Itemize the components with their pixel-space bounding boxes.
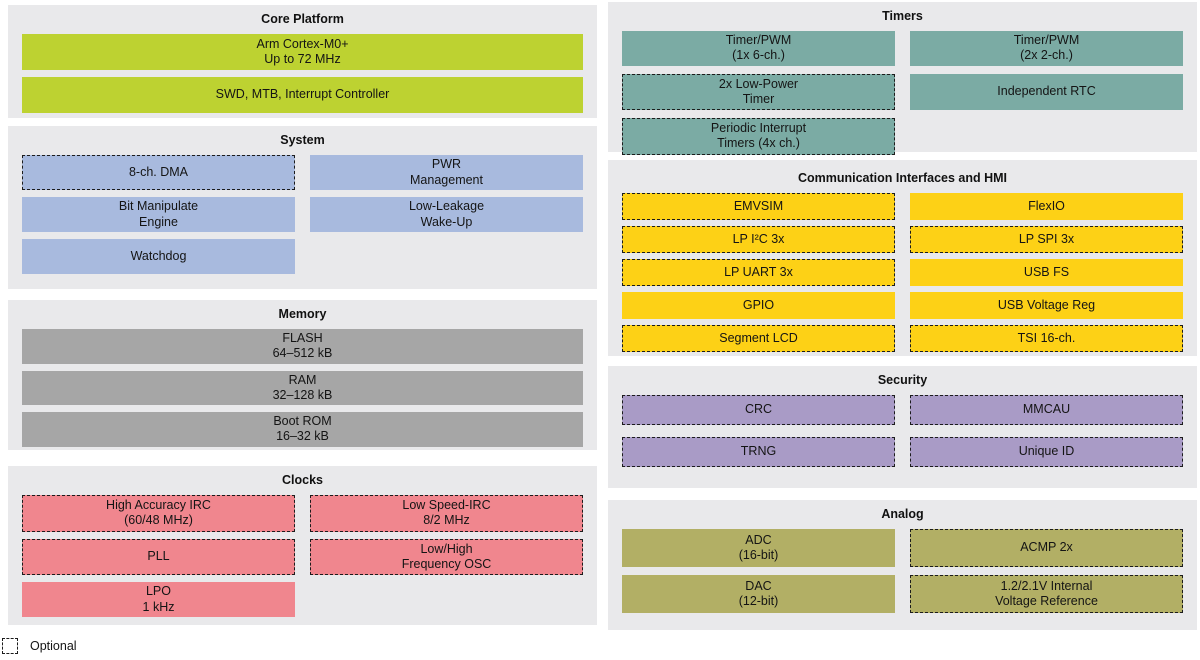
section-blocks-analog: ADC (16-bit) ACMP 2x DAC (12-bit) 1.2/2.1V … xyxy=(622,529,1183,613)
security-block-2: MMCAU xyxy=(910,395,1183,425)
system-block-4: Low-Leakage Wake-Up xyxy=(310,197,583,232)
comm-block-4: LP SPI 3x xyxy=(910,226,1183,253)
analog-block-4: 1.2/2.1V Internal Voltage Reference xyxy=(910,575,1183,613)
timers-block-1: Timer/PWM (1x 6-ch.) xyxy=(622,31,895,66)
memory-block-2: RAM 32–128 kB xyxy=(22,370,583,405)
timers-block-4: Independent RTC xyxy=(910,73,1183,110)
timers-block-2: Timer/PWM (2x 2-ch.) xyxy=(910,31,1183,66)
section-title-system: System xyxy=(280,133,325,147)
comm-block-1: EMVSIM xyxy=(622,193,895,220)
section-clocks: Clocks High Accuracy IRC (60/48 MHz) Low … xyxy=(8,466,597,625)
section-title-timers: Timers xyxy=(882,9,923,23)
analog-block-1: ADC (16-bit) xyxy=(622,529,895,567)
section-analog: Analog ADC (16-bit) ACMP 2x DAC (12-bit) 1.… xyxy=(608,500,1197,630)
timers-block-5: Periodic Interrupt Timers (4x ch.) xyxy=(622,118,895,155)
legend-label: Optional xyxy=(30,639,77,653)
timers-block-3: 2x Low-Power Timer xyxy=(622,73,895,110)
section-title-clocks: Clocks xyxy=(282,473,323,487)
section-title-core-platform: Core Platform xyxy=(261,12,344,26)
comm-block-5: LP UART 3x xyxy=(622,259,895,286)
comm-block-7: GPIO xyxy=(622,292,895,319)
comm-block-9: Segment LCD xyxy=(622,325,895,352)
comm-block-3: LP I²C 3x xyxy=(622,226,895,253)
analog-block-2: ACMP 2x xyxy=(910,529,1183,567)
optional-dashed-swatch xyxy=(2,638,18,654)
clocks-block-1: High Accuracy IRC (60/48 MHz) xyxy=(22,495,295,532)
security-block-4: Unique ID xyxy=(910,437,1183,467)
section-blocks-security: CRC MMCAU TRNG Unique ID xyxy=(622,395,1183,467)
clocks-block-4: Low/High Frequency OSC xyxy=(310,538,583,575)
section-blocks-communication-interfaces-hmi: EMVSIM FlexIO LP I²C 3x LP SPI 3x LP UART 3x… xyxy=(622,193,1183,352)
section-title-communication-interfaces-hmi: Communication Interfaces and HMI xyxy=(797,171,1008,185)
section-timers: Timers Timer/PWM (1x 6-ch.) Timer/PWM (2x… xyxy=(608,2,1197,155)
security-block-3: TRNG xyxy=(622,437,895,467)
core-platform-block-2: SWD, MTB, Interrupt Controller xyxy=(22,77,583,113)
section-title-memory: Memory xyxy=(278,307,327,321)
system-block-2: PWR Management xyxy=(310,155,583,190)
section-blocks-clocks: High Accuracy IRC (60/48 MHz) Low Speed-I… xyxy=(22,495,583,617)
comm-block-10: TSI 16-ch. xyxy=(910,325,1183,352)
section-title-analog: Analog xyxy=(881,507,924,521)
section-core-platform: Core Platform Arm Cortex-M0+ Up to 72 MH… xyxy=(8,5,597,118)
system-block-1: 8-ch. DMA xyxy=(22,155,295,190)
system-block-3: Bit Manipulate Engine xyxy=(22,197,295,232)
comm-block-2: FlexIO xyxy=(910,193,1183,220)
clocks-block-5: LPO 1 kHz xyxy=(22,582,295,617)
memory-block-3: Boot ROM 16–32 kB xyxy=(22,412,583,447)
section-communication-interfaces-hmi: Communication Interfaces and HMI EMVSIM F… xyxy=(608,160,1197,356)
comm-block-6: USB FS xyxy=(910,259,1183,286)
clocks-block-3: PLL xyxy=(22,538,295,575)
section-security: Security CRC MMCAU TRNG Unique ID xyxy=(608,366,1197,488)
analog-block-3: DAC (12-bit) xyxy=(622,575,895,613)
core-platform-block-1: Arm Cortex-M0+ Up to 72 MHz xyxy=(22,34,583,70)
section-memory: Memory FLASH 64–512 kB RAM 32–128 kB Boot … xyxy=(8,300,597,450)
section-blocks-memory: FLASH 64–512 kB RAM 32–128 kB Boot ROM 16–… xyxy=(22,329,583,447)
section-title-security: Security xyxy=(877,373,928,387)
legend: Optional xyxy=(2,638,77,654)
comm-block-8: USB Voltage Reg xyxy=(910,292,1183,319)
clocks-block-2: Low Speed-IRC 8/2 MHz xyxy=(310,495,583,532)
security-block-1: CRC xyxy=(622,395,895,425)
system-block-5: Watchdog xyxy=(22,239,295,274)
section-blocks-timers: Timer/PWM (1x 6-ch.) Timer/PWM (2x 2-ch.)… xyxy=(622,31,1183,155)
memory-block-1: FLASH 64–512 kB xyxy=(22,329,583,364)
